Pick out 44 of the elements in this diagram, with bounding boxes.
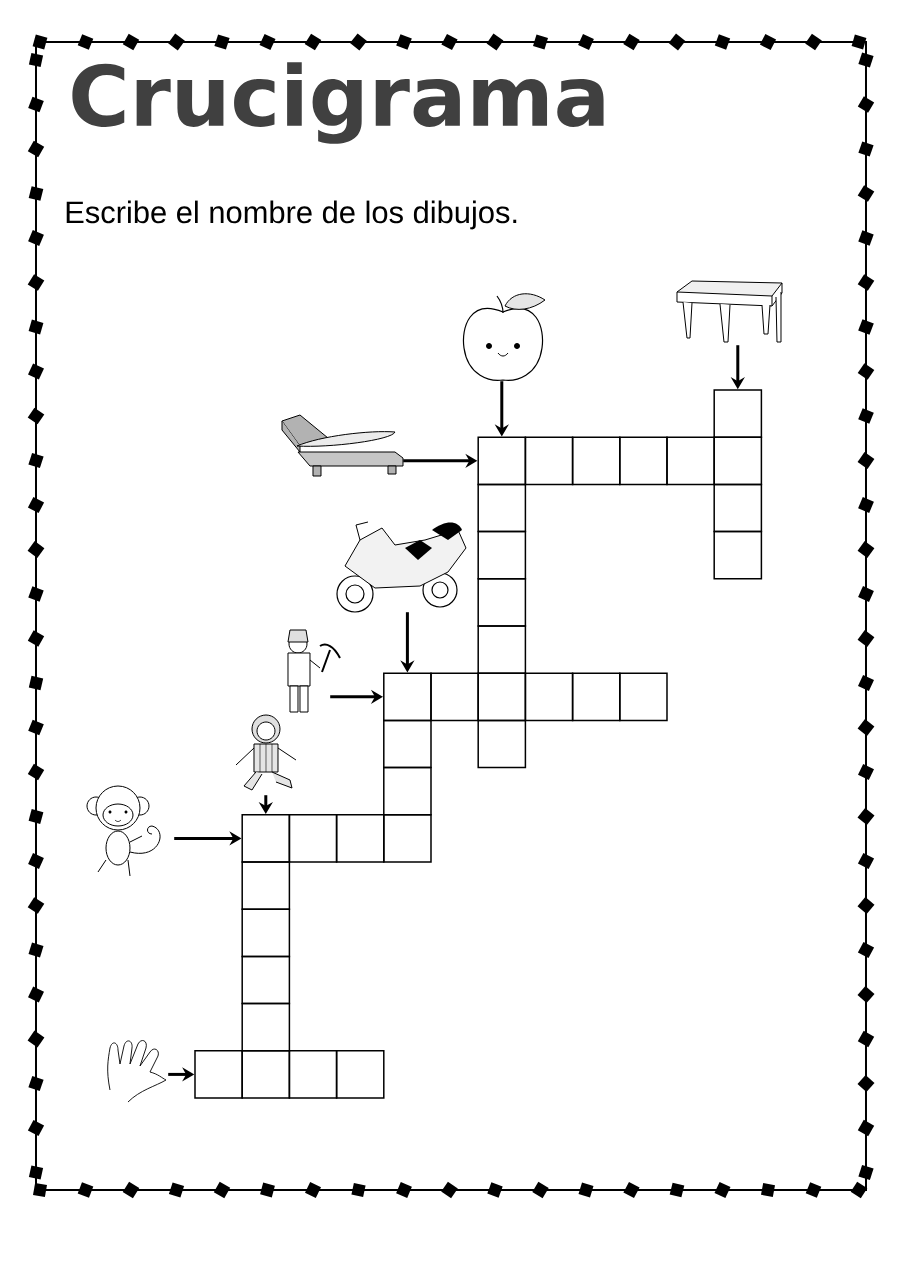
crossword-cell [619, 436, 668, 486]
crossword-cell [713, 389, 763, 438]
crossword-cell [194, 1050, 243, 1099]
title: Crucigrama [72, 62, 604, 144]
crossword-cell [288, 814, 338, 863]
crossword-cell [335, 814, 385, 863]
crossword-cell [477, 483, 527, 533]
crossword-cell [477, 578, 527, 627]
crossword-cell [477, 625, 527, 674]
crossword-cell [477, 530, 527, 580]
crossword-cell [524, 672, 574, 722]
crossword-cell [241, 955, 291, 1005]
crossword-cell [241, 1050, 291, 1099]
crossword-cell [241, 861, 291, 910]
crossword-cell [241, 908, 291, 958]
apple-drawing [462, 293, 546, 381]
hand-drawing [107, 1040, 167, 1103]
crossword-cell [713, 436, 763, 486]
instruction: Escribe el nombre de los dibujos. [66, 200, 517, 230]
crossword-cell [430, 672, 479, 722]
table-drawing [676, 280, 783, 343]
crossword-cell [383, 672, 432, 722]
crossword-cell [241, 1002, 291, 1052]
miner-drawing [287, 629, 341, 713]
crossword-cell [571, 672, 621, 722]
crossword-cell [713, 530, 763, 580]
motorcycle-drawing [336, 521, 467, 613]
crossword-cell [477, 672, 527, 722]
crossword-cell [619, 672, 668, 722]
crossword-cell [713, 483, 763, 533]
crossword-cell [288, 1050, 338, 1099]
crossword-cell [383, 814, 432, 863]
doll-drawing [235, 714, 297, 791]
crossword-cell [383, 766, 432, 816]
crossword-cell [477, 719, 527, 769]
slide-drawing [281, 414, 404, 477]
crossword-cell [524, 436, 574, 486]
monkey-drawing [86, 785, 161, 877]
crossword-cell [666, 436, 715, 486]
crossword-cell [241, 814, 291, 863]
crossword-cell [571, 436, 621, 486]
crossword-cell [335, 1050, 385, 1099]
crossword-cell [477, 436, 527, 486]
crossword-cell [383, 719, 432, 769]
